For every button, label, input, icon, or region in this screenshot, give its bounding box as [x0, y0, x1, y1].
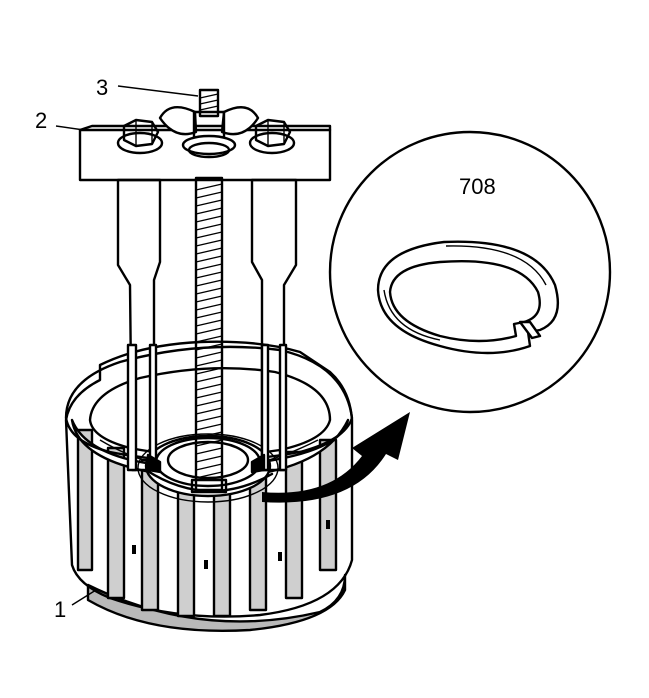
right-bolt [248, 118, 296, 155]
snap-ring [376, 240, 560, 355]
forcing-screw [190, 176, 228, 494]
label-1: 1 [54, 597, 66, 622]
puller-crossbar [78, 118, 332, 182]
label-708: 708 [459, 174, 496, 199]
clutch-housing [64, 340, 354, 633]
puller-arms [116, 178, 298, 474]
label-2: 2 [35, 108, 47, 133]
drum-holes [132, 520, 330, 569]
label-3: 3 [96, 75, 108, 100]
wing-nut [158, 88, 260, 159]
detail-view [328, 130, 612, 414]
left-bolt [116, 118, 164, 155]
curved-arrow [262, 412, 410, 503]
drum-splines [76, 428, 338, 618]
